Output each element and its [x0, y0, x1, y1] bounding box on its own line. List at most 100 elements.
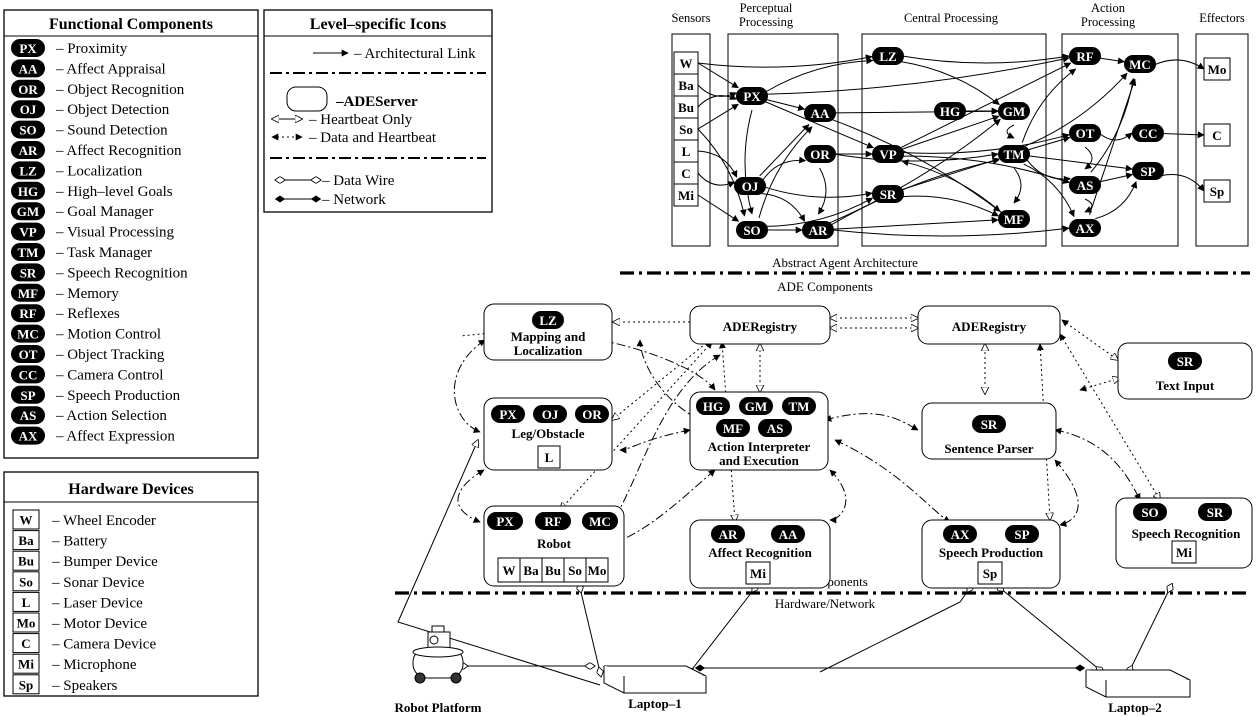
hardware: Robot Platform Laptop–1 Laptop–2 — [394, 625, 1191, 715]
node-as: AS — [1069, 176, 1101, 194]
node-cc-label: CC — [1139, 126, 1158, 141]
text-input-server[interactable] — [1117, 342, 1253, 400]
arch-link — [697, 84, 737, 99]
legend-vp-badge: VP — [11, 222, 45, 241]
leg-oj-badge: OJ — [533, 405, 567, 423]
legend-hg-badge-label: HG — [18, 184, 38, 199]
arch-link — [763, 186, 873, 198]
speech-recognition-label: Speech Recognition — [1132, 526, 1241, 541]
ade-registry-1[interactable] — [689, 305, 831, 345]
data-wire-label: – Data Wire — [321, 173, 395, 189]
mapping-localization-server[interactable] — [483, 303, 613, 361]
node-tm: TM — [998, 145, 1030, 163]
robot-platform-icon[interactable] — [412, 625, 464, 684]
robot-px-badge: PX — [487, 512, 523, 530]
effector-mo-label: Mo — [1208, 62, 1227, 77]
node-lz-label: LZ — [879, 49, 897, 64]
arch-link — [831, 216, 999, 230]
legend-rf-badge: RF — [11, 304, 45, 323]
node-tm-label: TM — [1004, 147, 1025, 162]
leg-or-badge: OR — [575, 405, 609, 423]
sentence-parser-label: Sentence Parser — [944, 441, 1033, 456]
leg-oj-badge-label: OJ — [542, 407, 559, 422]
legend-hw-bu-text: – Bumper Device — [51, 554, 158, 570]
effector-sp-label: Sp — [1210, 184, 1224, 199]
col-perceptual-2: Processing — [739, 15, 794, 29]
robot-rf-badge: RF — [535, 512, 571, 530]
speechprod-sp-badge: SP — [1005, 525, 1039, 543]
legend-mf-badge-label: MF — [18, 286, 38, 301]
legend-tm-text: – Task Manager — [55, 245, 152, 261]
node-so: SO — [736, 221, 768, 239]
legend-ot-badge-label: OT — [19, 347, 38, 362]
arch-link — [1023, 163, 1075, 218]
text-input-label: Text Input — [1156, 378, 1215, 393]
node-gm: GM — [998, 102, 1030, 120]
action-mf-badge-label: MF — [723, 421, 743, 436]
legend-rf-text: – Reflexes — [55, 306, 120, 322]
label-ade-components-top: ADE Components — [777, 279, 873, 294]
arch-link — [1161, 174, 1205, 192]
legend-or-badge-label: OR — [18, 82, 38, 97]
legend-so-badge: SO — [11, 120, 45, 139]
legend-hw-sp: Sp — [12, 674, 40, 695]
node-ax: AX — [1069, 219, 1101, 237]
arch-link — [1153, 59, 1205, 70]
node-px: PX — [736, 87, 768, 105]
legend-oj-badge-label: OJ — [20, 102, 37, 117]
action-gm-badge-label: GM — [745, 399, 767, 414]
sensor-w: W — [673, 51, 699, 75]
ade-registry-2[interactable] — [917, 305, 1061, 345]
node-so-label: SO — [743, 223, 760, 238]
arch-link — [900, 62, 1072, 149]
legend-ax-text: – Affect Expression — [55, 429, 175, 445]
speechrec-sr-badge: SR — [1198, 503, 1232, 521]
arch-link — [1025, 72, 1128, 147]
label-abstract-architecture: Abstract Agent Architecture — [772, 255, 918, 270]
legend-cc-badge-label: CC — [19, 367, 38, 382]
node-as-label: AS — [1077, 178, 1094, 193]
laptop-2-icon[interactable] — [1085, 669, 1191, 698]
node-lz: LZ — [872, 47, 904, 65]
node-oj: OJ — [734, 177, 766, 195]
legend-hw-mi-label: Mi — [18, 657, 34, 672]
arch-link — [900, 61, 1000, 106]
legend-ax-badge-label: AX — [19, 429, 38, 444]
legend-functional-title: Functional Components — [49, 16, 213, 33]
legend-aa-text: – Affect Appraisal — [55, 61, 166, 77]
arch-link — [1098, 57, 1125, 65]
arch-link — [829, 118, 1001, 224]
legend-hg-badge: HG — [11, 181, 45, 200]
col-central: Central Processing — [904, 11, 999, 25]
robot-platform-label: Robot Platform — [394, 700, 481, 715]
arch-link — [1098, 132, 1133, 141]
arch-link — [1084, 146, 1093, 170]
device-speakers-label: Sp — [983, 566, 997, 581]
arch-link — [833, 151, 999, 162]
node-aa: AA — [804, 104, 836, 122]
robot-rf-badge-label: RF — [544, 514, 561, 529]
legend-hw-sp-label: Sp — [19, 677, 33, 692]
device-speakers — [977, 561, 1003, 585]
robot-device-bu-label: Bu — [545, 563, 561, 578]
robot-device-w-label: W — [503, 563, 516, 578]
legend-as-text: – Action Selection — [55, 408, 167, 424]
legend-lz-text: – Localization — [55, 163, 143, 179]
speech-production-label: Speech Production — [939, 545, 1044, 560]
textin-sr-badge: SR — [1168, 352, 1202, 370]
arch-link — [697, 172, 736, 188]
legend-hw-mo-label: Mo — [17, 616, 36, 631]
robot-device-so-label: So — [568, 563, 582, 578]
legend-vp-badge-label: VP — [19, 225, 36, 240]
arch-link — [1090, 77, 1136, 173]
arch-link — [697, 194, 740, 222]
col-action-2: Processing — [1081, 15, 1136, 29]
legend-rf-badge-label: RF — [19, 306, 36, 321]
arch-link — [901, 155, 1070, 184]
laptop-1-icon[interactable] — [603, 665, 707, 694]
legend-oj-text: – Object Detection — [55, 102, 170, 118]
arch-link — [901, 53, 1070, 64]
effector-mo: Mo — [1203, 57, 1231, 81]
legend-icons: Level–specific Icons – Architectural Lin… — [263, 9, 493, 213]
